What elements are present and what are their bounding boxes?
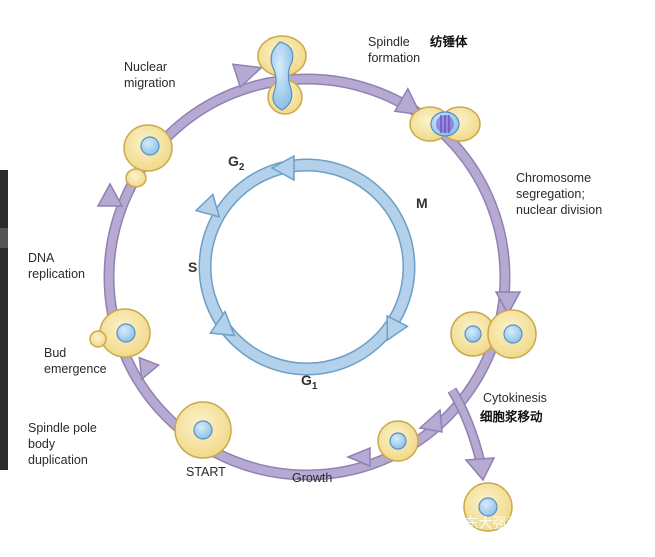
phase-g1-label: G1 (301, 372, 318, 392)
cell-budded-upper-left (123, 124, 173, 188)
inner-arrowhead-2 (194, 192, 221, 218)
label-growth: Growth (292, 471, 332, 485)
phase-s-label: S (188, 259, 197, 275)
label-spindle-formation-1: Spindle (368, 35, 410, 49)
label-bud-2: emergence (44, 362, 107, 376)
phase-m-label: M (416, 195, 428, 211)
label-chromosome-3: nuclear division (516, 203, 602, 217)
label-spindle-formation-2: formation (368, 51, 420, 65)
label-dna-2: replication (28, 267, 85, 281)
label-cytokinesis-cn: 细胞浆移动 (480, 409, 543, 424)
label-cytokinesis: Cytokinesis (483, 391, 547, 405)
label-spb-2: body (28, 437, 56, 451)
cell-cytokinesis (450, 309, 537, 359)
inner-cycle-ring (194, 154, 416, 376)
cell-daughter-bottom (463, 482, 513, 532)
phase-g2-label: G2 (228, 153, 245, 173)
inner-arrowhead-3 (209, 310, 236, 337)
label-bud-1: Bud (44, 346, 66, 360)
label-dna-1: DNA (28, 251, 55, 265)
label-chromosome-2: segregation; (516, 187, 585, 201)
label-nuclear-migration-2: migration (124, 76, 175, 90)
branch-arrow (447, 387, 496, 482)
cell-start (174, 401, 232, 459)
cell-growth (377, 420, 419, 462)
inner-arrowhead-1 (270, 154, 295, 182)
left-edge-highlight (0, 228, 8, 248)
cell-spindle-formation (409, 106, 481, 142)
cell-bud-emergence (89, 308, 151, 358)
watermark-text: 知乎 @东大强爱吃香菜 (418, 515, 562, 532)
label-spb-1: Spindle pole (28, 421, 97, 435)
cell-nuclear-migration (257, 35, 307, 115)
outer-cycle-arrow (103, 73, 511, 481)
label-nuclear-migration-1: Nuclear (124, 60, 167, 74)
left-edge-strip (0, 170, 8, 470)
label-spb-3: duplication (28, 453, 88, 467)
outer-arrowheads (96, 63, 522, 468)
label-spindle-cn: 纺锤体 (430, 34, 468, 49)
label-chromosome-1: Chromosome (516, 171, 591, 185)
inner-arrowhead-4 (386, 314, 409, 342)
label-start: START (186, 465, 226, 479)
